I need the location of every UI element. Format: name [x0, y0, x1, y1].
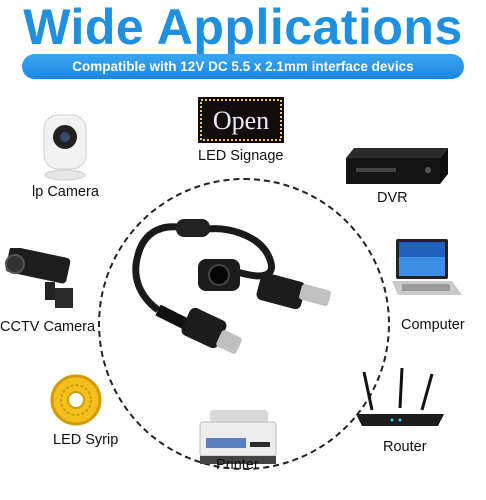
dvr-image: [344, 148, 448, 190]
label-ip-camera: lp Camera: [32, 184, 99, 200]
label-router: Router: [383, 439, 427, 455]
laptop-image: [388, 237, 462, 307]
label-cctv-camera: CCTV Camera: [0, 319, 96, 335]
router-image: [352, 368, 448, 432]
cable-showcase-ring: [98, 178, 390, 470]
compatibility-banner: Compatible with 12V DC 5.5 x 2.1mm inter…: [22, 54, 464, 79]
dc-splitter-cable-image: [118, 215, 368, 375]
label-led-signage: LED Signage: [198, 148, 284, 164]
label-printer: Printer: [216, 457, 259, 473]
page-title: Wide Applications: [23, 0, 463, 55]
led-strip-reel-image: [48, 373, 106, 427]
printer-image: [196, 408, 280, 466]
label-computer: Computer: [401, 317, 465, 333]
label-led-strip: LED Syrip: [53, 432, 119, 448]
label-dvr: DVR: [377, 190, 408, 206]
ip-camera-image: [40, 113, 90, 181]
led-sign-image: Open: [198, 97, 284, 143]
cctv-camera-image: [5, 248, 77, 312]
open-sign-text: Open: [213, 106, 269, 135]
